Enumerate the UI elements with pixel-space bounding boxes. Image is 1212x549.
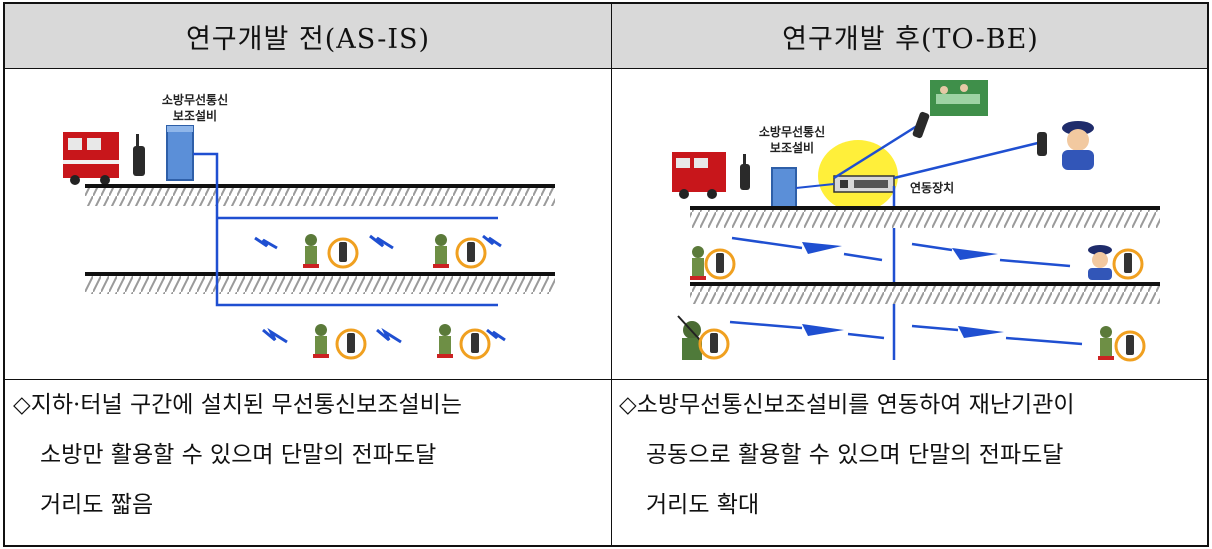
medical-team-icon	[930, 80, 988, 116]
radio-signal-icon	[698, 328, 730, 360]
radio-signal-icon	[459, 328, 491, 360]
firefighter-icon	[313, 324, 329, 358]
lightning-icon	[952, 248, 998, 260]
before-label-line2: 보조설비	[173, 108, 217, 123]
firefighter-icon	[437, 324, 453, 358]
radio-signal-icon	[455, 237, 487, 269]
description-before-line2: 소방만 활용할 수 있으며 단말의 전파도달	[40, 442, 437, 468]
lightning-icon	[482, 234, 502, 248]
radio-icon	[912, 111, 930, 139]
lightning-icon	[376, 327, 402, 344]
table-header: 연구개발 전(AS-IS) 연구개발 후(TO-BE)	[5, 4, 1207, 69]
after-label-line2: 보조설비	[770, 140, 814, 155]
link-device-label: 연동장치	[910, 180, 954, 195]
lightning-icon	[802, 242, 842, 254]
lightning-icon	[486, 328, 506, 342]
lightning-icon	[958, 326, 1004, 338]
description-row: ◇지하·터널 구간에 설치된 무선통신보조설비는 소방만 활용할 수 있으며 단…	[5, 380, 1207, 547]
fire-truck-icon	[63, 132, 119, 185]
description-before: ◇지하·터널 구간에 설치된 무선통신보조설비는 소방만 활용할 수 있으며 단…	[13, 380, 609, 547]
lightning-icon	[262, 327, 288, 344]
firefighter-icon	[1098, 326, 1114, 360]
before-label-line1: 소방무선통신	[162, 92, 228, 107]
diagram-after: 소방무선통신 보조설비 연동장치	[672, 80, 1160, 362]
fire-truck-icon	[672, 152, 726, 199]
radio-signal-icon	[1112, 248, 1144, 280]
radio-signal-icon	[1114, 330, 1146, 362]
description-after: ◇소방무선통신보조설비를 연동하여 재난기관이 공동으로 활용할 수 있으며 단…	[619, 380, 1207, 547]
header-after: 연구개발 후(TO-BE)	[782, 23, 1039, 55]
after-label-line1: 소방무선통신	[759, 124, 825, 139]
comparison-table: 연구개발 전(AS-IS) 연구개발 후(TO-BE)	[3, 2, 1209, 547]
firefighter-icon	[433, 234, 449, 268]
cable-line	[193, 152, 498, 307]
description-after-line2: 공동으로 활용할 수 있으며 단말의 전파도달	[646, 442, 1064, 468]
soldier-icon	[677, 315, 702, 360]
radio-icon	[133, 134, 145, 176]
link-device-icon	[833, 175, 895, 193]
radio-signal-icon	[704, 248, 736, 280]
firefighter-icon	[690, 246, 706, 280]
police-officer-icon	[1088, 245, 1112, 280]
police-officer-icon	[1037, 121, 1094, 170]
radio-signal-icon	[327, 237, 359, 269]
diagram-row: 소방무선통신 보조설비	[5, 68, 1207, 380]
repeater-box-icon	[166, 125, 194, 181]
firefighter-icon	[303, 234, 319, 268]
header-before: 연구개발 전(AS-IS)	[185, 23, 431, 55]
lightning-icon	[802, 324, 844, 336]
description-before-line1: ◇지하·터널 구간에 설치된 무선통신보조설비는	[13, 392, 462, 418]
repeater-box-icon	[771, 167, 797, 209]
radio-signal-icon	[335, 328, 367, 360]
description-before-line3: 거리도 짧음	[40, 492, 154, 518]
column-divider	[611, 4, 612, 545]
lightning-icon	[369, 234, 394, 250]
description-after-line3: 거리도 확대	[646, 492, 760, 518]
description-after-line1: ◇소방무선통신보조설비를 연동하여 재난기관이	[619, 392, 1075, 418]
lightning-icon	[254, 236, 278, 250]
diagram-before: 소방무선통신 보조설비	[63, 92, 555, 360]
radio-icon	[740, 154, 750, 190]
